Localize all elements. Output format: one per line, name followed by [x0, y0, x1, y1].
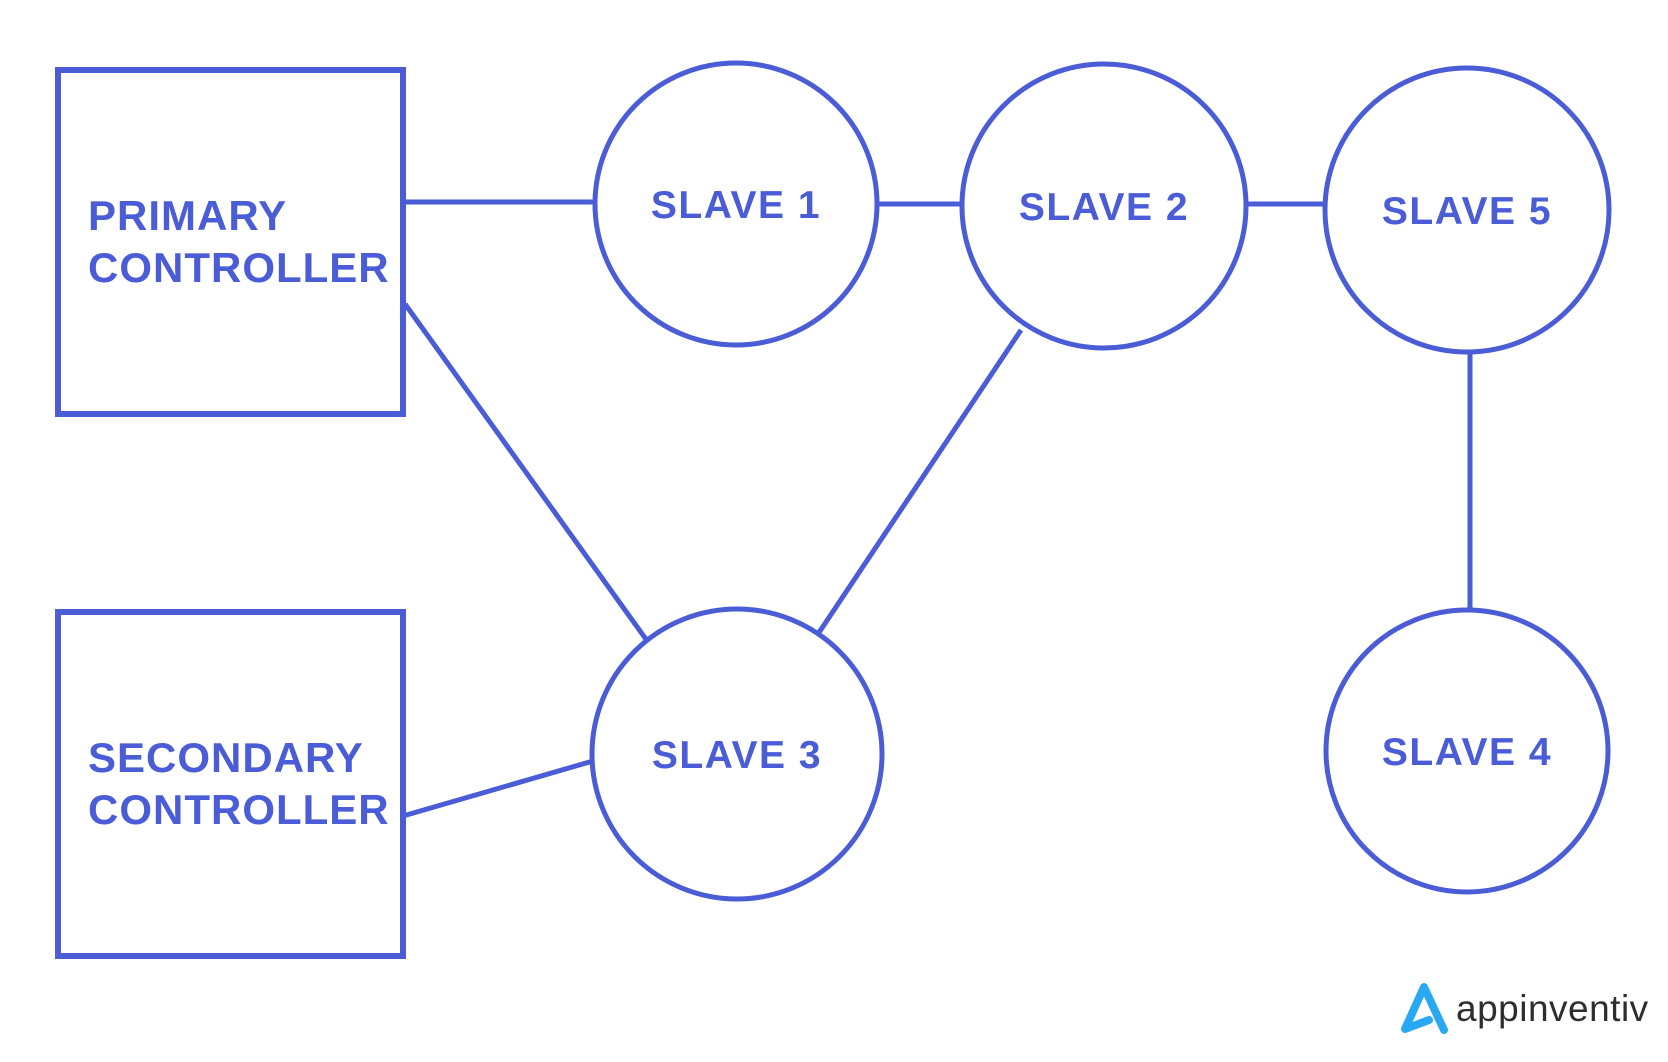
edge-primary-controller-slave3: [402, 302, 651, 644]
slave5-circle: [1322, 65, 1612, 355]
slave2-label: SLAVE 2: [1019, 186, 1189, 229]
appinventiv-logo-text: appinventiv: [1456, 988, 1649, 1029]
slave4-circle: [1323, 607, 1611, 895]
secondary-controller-label-line1: SECONDARY: [88, 734, 364, 781]
primary-controller-label-line2: CONTROLLER: [88, 244, 390, 291]
slave4-label: SLAVE 4: [1382, 731, 1552, 774]
edge-secondary-controller-slave3: [402, 758, 594, 819]
slave5-label: SLAVE 5: [1382, 190, 1552, 233]
secondary-controller-box: [55, 609, 406, 959]
primary-controller-box: [55, 67, 406, 417]
slave3-circle: [589, 606, 885, 902]
appinventiv-logo-mark-icon: [1401, 983, 1448, 1034]
slave1-circle: [592, 60, 880, 348]
appinventiv-logo: appinventiv: [1401, 983, 1649, 1034]
edge-slave2-slave3: [815, 328, 1024, 636]
secondary-controller-label-line2: CONTROLLER: [88, 786, 390, 833]
primary-controller-label-line1: PRIMARY: [88, 192, 287, 239]
slave2-circle: [959, 61, 1249, 351]
slave3-label: SLAVE 3: [652, 734, 822, 777]
slave1-label: SLAVE 1: [651, 184, 821, 227]
